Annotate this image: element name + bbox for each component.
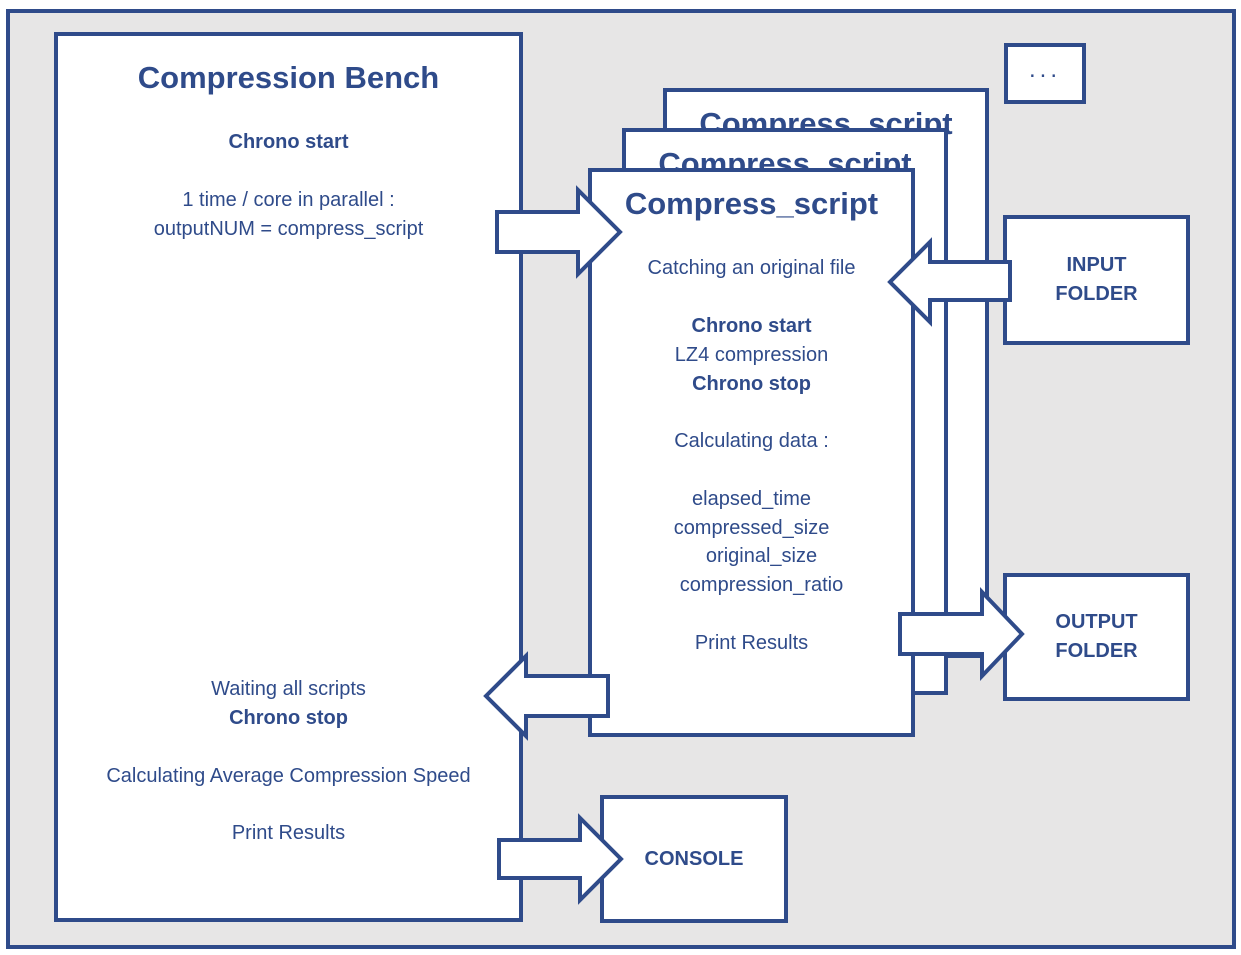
script-compression-ratio: compression_ratio (679, 574, 844, 596)
ellipsis-text: ... (1028, 55, 1061, 83)
script-chrono-stop: Chrono stop (692, 373, 811, 395)
input-folder-box: INPUT FOLDER (1003, 215, 1190, 345)
console-label: CONSOLE (644, 847, 744, 870)
script-chrono-start: Chrono start (691, 315, 812, 337)
bench-calc-avg: Calculating Average Compression Speed (106, 765, 471, 787)
compress-script-box-front: Compress_script Catching an original fil… (588, 168, 915, 737)
script-catching: Catching an original file (647, 257, 856, 279)
bench-parallel-line2: outputNUM = compress_script (153, 218, 424, 240)
script-calc-data: Calculating data : (674, 430, 829, 452)
script-lz4: LZ4 compression (674, 344, 829, 366)
output-folder-line1: OUTPUT (1055, 611, 1138, 633)
bench-chrono-stop: Chrono stop (229, 707, 348, 729)
bench-parallel-line1: 1 time / core in parallel : (182, 189, 395, 211)
compress-script-title: Compress_script (624, 186, 879, 221)
input-folder-line1: INPUT (1066, 254, 1127, 276)
console-box: CONSOLE (600, 795, 788, 923)
compression-bench-box: Compression Bench Chrono start 1 time / … (54, 32, 523, 922)
script-compressed-size: compressed_size (673, 517, 830, 539)
output-folder-box: OUTPUT FOLDER (1003, 573, 1190, 701)
input-folder-line2: FOLDER (1055, 283, 1138, 305)
script-elapsed-time: elapsed_time (692, 488, 811, 510)
more-scripts-box: ... (1004, 43, 1086, 104)
script-original-size: original_size (705, 545, 818, 567)
bench-chrono-start: Chrono start (228, 131, 349, 153)
output-folder-line2: FOLDER (1055, 640, 1138, 662)
bench-waiting: Waiting all scripts (211, 678, 366, 700)
script-print-results: Print Results (694, 632, 809, 654)
bench-print-results: Print Results (231, 822, 346, 844)
bench-title: Compression Bench (137, 60, 440, 95)
